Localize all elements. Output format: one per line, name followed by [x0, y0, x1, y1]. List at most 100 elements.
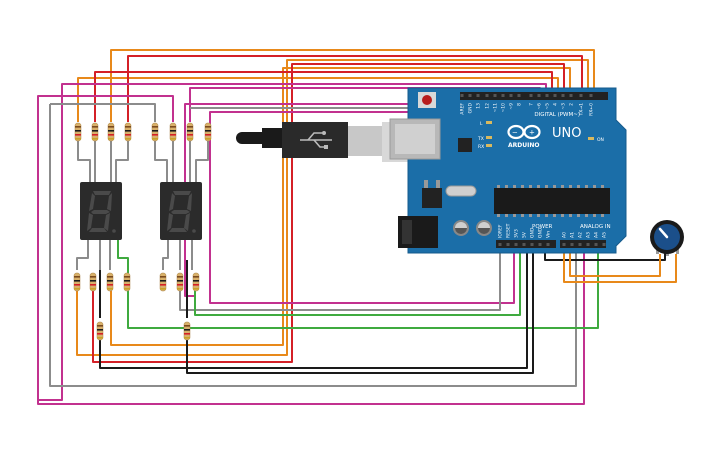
- wire-gray[interactable]: [162, 240, 169, 270]
- capacitor-icon: [453, 220, 469, 236]
- power-pin-label: RESET: [506, 223, 512, 238]
- digital-pin[interactable]: [553, 94, 557, 97]
- analog-header: [560, 240, 606, 248]
- resistor-icon[interactable]: [204, 122, 212, 142]
- power-pin[interactable]: [514, 243, 518, 246]
- wire-orange[interactable]: [110, 49, 595, 122]
- analog-pin-label: A4: [594, 232, 600, 238]
- wire-green[interactable]: [194, 248, 521, 316]
- tx-led-label: TX: [477, 136, 484, 142]
- digital-pin[interactable]: [509, 94, 513, 97]
- wire-red[interactable]: [127, 55, 583, 122]
- digital-pin[interactable]: [545, 94, 549, 97]
- wire-green[interactable]: [117, 240, 599, 329]
- power-pin[interactable]: [522, 243, 526, 246]
- digital-pin[interactable]: [537, 94, 541, 97]
- rx-led-label: RX: [478, 144, 484, 150]
- resistor-icon[interactable]: [176, 272, 184, 292]
- wire-orange[interactable]: [563, 248, 677, 283]
- resistor-icon[interactable]: [124, 122, 132, 142]
- wire-gray[interactable]: [77, 140, 91, 182]
- analog-pin-label: A2: [578, 232, 584, 238]
- wire-magenta[interactable]: [37, 100, 585, 405]
- digital-pin[interactable]: [501, 94, 505, 97]
- potentiometer-icon[interactable]: [650, 220, 684, 256]
- analog-pin[interactable]: [562, 243, 566, 246]
- digital-pin[interactable]: [569, 94, 573, 97]
- digital-pin[interactable]: [589, 94, 593, 97]
- wire-gray[interactable]: [76, 240, 89, 270]
- tx-led: [486, 136, 492, 139]
- digital-pin[interactable]: [517, 94, 521, 97]
- resistor-icon[interactable]: [186, 122, 194, 142]
- resistor-icon[interactable]: [192, 272, 200, 292]
- resistor-icon[interactable]: [123, 272, 131, 292]
- wire-magenta[interactable]: [37, 83, 547, 401]
- digital-pin[interactable]: [485, 94, 489, 97]
- seven-segment-display-left[interactable]: [80, 182, 122, 240]
- power-pin[interactable]: [546, 243, 550, 246]
- wire-gray[interactable]: [49, 104, 577, 387]
- power-pin[interactable]: [538, 243, 542, 246]
- model-label: UNO: [552, 126, 581, 141]
- resistor-icon[interactable]: [106, 272, 114, 292]
- rx-led: [486, 144, 492, 147]
- resistor-icon[interactable]: [96, 321, 104, 341]
- wire-orange[interactable]: [110, 67, 571, 346]
- wire-orange[interactable]: [77, 77, 559, 122]
- digital-pin-label: 8: [517, 103, 523, 106]
- resistor-icon[interactable]: [91, 122, 99, 142]
- digital-pin[interactable]: [579, 94, 583, 97]
- wire-orange[interactable]: [76, 59, 589, 356]
- l-led: [486, 121, 492, 124]
- resistor-icon[interactable]: [169, 122, 177, 142]
- digital-pin-label: ~6: [537, 103, 543, 110]
- digital-pin[interactable]: [493, 94, 497, 97]
- analog-pin[interactable]: [570, 243, 574, 246]
- usb-chip: [458, 138, 472, 152]
- power-pin[interactable]: [506, 243, 510, 246]
- analog-pin-label: A0: [562, 232, 568, 238]
- seven-segment-display-right[interactable]: [160, 182, 202, 240]
- resistor-icon[interactable]: [89, 272, 97, 292]
- digital-pin[interactable]: [476, 94, 480, 97]
- analog-pin[interactable]: [602, 243, 606, 246]
- digital-pin-label: AREF: [460, 103, 466, 115]
- microcontroller-chip: [494, 188, 610, 214]
- wire-gray[interactable]: [115, 140, 129, 182]
- analog-pin[interactable]: [594, 243, 598, 246]
- digital-pin-label: ~10: [501, 103, 507, 113]
- resistor-icon[interactable]: [73, 272, 81, 292]
- resistor-icon[interactable]: [151, 122, 159, 142]
- analog-pin[interactable]: [578, 243, 582, 246]
- wire-black[interactable]: [99, 248, 528, 369]
- wire-orange[interactable]: [569, 248, 661, 277]
- resistor-icon[interactable]: [74, 122, 82, 142]
- resistor-icon[interactable]: [183, 321, 191, 341]
- wire-gray[interactable]: [179, 248, 501, 311]
- regulator: [422, 188, 442, 208]
- power-pin[interactable]: [530, 243, 534, 246]
- resistor-icon[interactable]: [159, 272, 167, 292]
- wire-black[interactable]: [544, 248, 666, 261]
- digital-pin-label: ~11: [493, 103, 499, 113]
- digital-pin[interactable]: [561, 94, 565, 97]
- wire-gray[interactable]: [50, 103, 156, 122]
- digital-pin-label: 13: [476, 103, 482, 109]
- digital-pin[interactable]: [529, 94, 533, 97]
- analog-header-label: ANALOG IN: [580, 224, 611, 230]
- wire-black[interactable]: [186, 248, 534, 374]
- digital-pin[interactable]: [468, 94, 472, 97]
- usb-cable-icon[interactable]: [236, 122, 414, 162]
- digital-pin[interactable]: [460, 94, 464, 97]
- wire-gray[interactable]: [154, 140, 168, 182]
- resistor-icon[interactable]: [107, 122, 115, 142]
- wire-red[interactable]: [92, 63, 565, 363]
- analog-pin[interactable]: [586, 243, 590, 246]
- on-led-label: ON: [597, 137, 604, 143]
- power-pin[interactable]: [498, 243, 502, 246]
- digital-pin-label: TX→1: [579, 103, 585, 117]
- wire-gray[interactable]: [195, 140, 209, 182]
